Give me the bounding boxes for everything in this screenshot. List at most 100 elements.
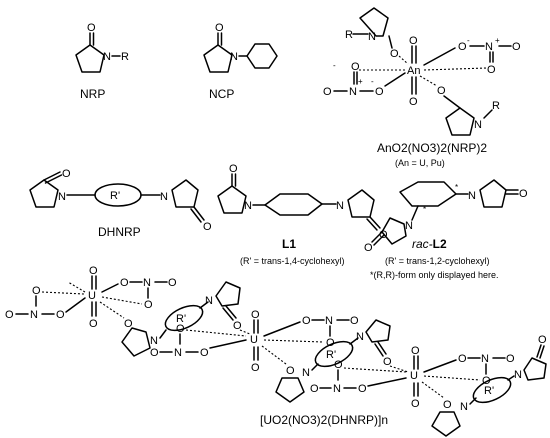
oxygen-label: O — [375, 86, 384, 98]
complex-note: (An = U, Pu) — [395, 158, 445, 168]
oxygen-label: O — [251, 362, 260, 374]
oxygen-label: O — [286, 365, 295, 377]
complex-formula: AnO2(NO3)2(NRP)2 — [377, 141, 487, 155]
nitrogen-label: N — [514, 369, 522, 381]
oxygen-label: O — [56, 309, 65, 321]
ncp-structure: O N NCP — [203, 22, 278, 101]
nitrogen-label: N — [205, 295, 213, 307]
dhnrp-label: DHNRP — [98, 225, 141, 239]
oxygen-label: O — [251, 309, 260, 321]
oxygen-label: O — [62, 168, 71, 180]
l2-note: (R' = trans-1,2-cyclohexyl) — [385, 256, 490, 266]
an-complex-structure: An O O R N O O - N + O O O - N + — [323, 7, 521, 168]
nitrogen-label: N — [160, 191, 168, 203]
oxygen-label: O — [409, 35, 418, 47]
oxygen-label: O — [203, 221, 212, 233]
l1-label: L1 — [282, 237, 296, 251]
oxygen-label: O — [233, 320, 242, 332]
charge-label: - — [467, 36, 470, 45]
oxygen-label: O — [383, 356, 392, 368]
r-prime-label: R' — [484, 385, 494, 397]
nitrogen-label: N — [474, 119, 482, 131]
r-group-label: R — [345, 29, 353, 41]
l2-structure: * * N O N O rac-L2 (R' = trans-1,2-cyclo… — [364, 179, 528, 280]
nitrogen-label: N — [174, 347, 182, 359]
nitrogen-label: N — [481, 353, 489, 365]
nitrogen-label: N — [58, 191, 66, 203]
charge-label: - — [333, 61, 336, 70]
r-prime-label: R' — [110, 190, 120, 202]
nitrogen-label: N — [143, 277, 151, 289]
oxygen-label: O — [458, 41, 467, 53]
l1-note: (R' = trans-1,4-cyclohexyl) — [240, 256, 345, 266]
oxygen-label: O — [334, 359, 343, 371]
l1-structure: O N N O L1 (R' = trans-1,4-cyclohexyl) — [217, 163, 388, 266]
oxygen-label: O — [437, 85, 446, 97]
oxygen-label: O — [364, 242, 373, 254]
nitrogen-label: N — [30, 309, 38, 321]
nitrogen-label: N — [336, 200, 344, 212]
nrp-structure: O N R NRP — [75, 22, 129, 101]
nitrogen-label: N — [460, 401, 468, 413]
oxygen-label: O — [458, 353, 467, 365]
oxygen-label: O — [229, 163, 238, 175]
dhnrp-structure: O N R' N O DHNRP — [29, 168, 212, 239]
nitrogen-label: N — [325, 315, 333, 327]
oxygen-label: O — [144, 299, 153, 311]
oxygen-label: O — [409, 96, 418, 108]
l2-label-prefix: rac-L2 — [412, 237, 447, 251]
l2-footnote: *(R,R)-form only displayed here. — [370, 270, 499, 280]
oxygen-label: O — [519, 188, 528, 200]
r-group-label: R — [121, 51, 129, 63]
uranium-label: U — [88, 290, 96, 302]
nrp-label: NRP — [80, 87, 105, 101]
oxygen-label: O — [323, 86, 332, 98]
charge-label: - — [371, 77, 374, 86]
r-prime-label: R' — [326, 349, 336, 361]
oxygen-label: O — [32, 285, 41, 297]
ncp-label: NCP — [209, 87, 234, 101]
oxygen-label: O — [350, 315, 359, 327]
oxygen-label: O — [310, 383, 319, 395]
oxygen-label: O — [120, 277, 129, 289]
oxygen-label: O — [200, 347, 209, 359]
r-group-label: R — [492, 100, 500, 112]
charge-label: + — [358, 77, 363, 86]
charge-label: + — [495, 36, 500, 45]
polymer-structure: U O O O N O O O N O O O N R' N — [5, 265, 547, 437]
oxygen-label: O — [390, 48, 399, 60]
nitrogen-label: N — [302, 367, 310, 379]
nitrogen-label: N — [244, 200, 252, 212]
oxygen-label: O — [150, 347, 159, 359]
nitrogen-label: N — [103, 51, 111, 63]
oxygen-label: O — [89, 318, 98, 330]
oxygen-label: O — [168, 277, 177, 289]
nitrogen-label: N — [356, 331, 364, 343]
nitrogen-label: N — [150, 335, 158, 347]
uranium-label: U — [250, 334, 258, 346]
nitrogen-label: N — [405, 220, 413, 232]
oxygen-label: O — [89, 265, 98, 277]
oxygen-label: O — [506, 353, 515, 365]
nitrogen-label: N — [368, 31, 376, 43]
oxygen-label: O — [487, 64, 496, 76]
oxygen-label: O — [326, 337, 335, 349]
stereocenter-star: * — [423, 205, 426, 214]
oxygen-label: O — [358, 383, 367, 395]
actinide-label: An — [407, 65, 420, 77]
oxygen-label: O — [302, 315, 311, 327]
nitrogen-label: N — [349, 86, 357, 98]
oxygen-label: O — [124, 318, 133, 330]
stereocenter-star: * — [455, 183, 458, 192]
polymer-formula: [UO2(NO3)2(DHNRP)]n — [260, 413, 388, 427]
nitrogen-label: N — [468, 190, 476, 202]
nitrogen-label: N — [333, 383, 341, 395]
oxygen-label: O — [215, 22, 224, 34]
oxygen-label: O — [538, 334, 547, 346]
nitrogen-label: N — [485, 41, 493, 53]
uranium-label: U — [410, 370, 418, 382]
oxygen-label: O — [5, 309, 14, 321]
r-prime-label: R' — [176, 313, 186, 325]
oxygen-label: O — [443, 399, 452, 411]
